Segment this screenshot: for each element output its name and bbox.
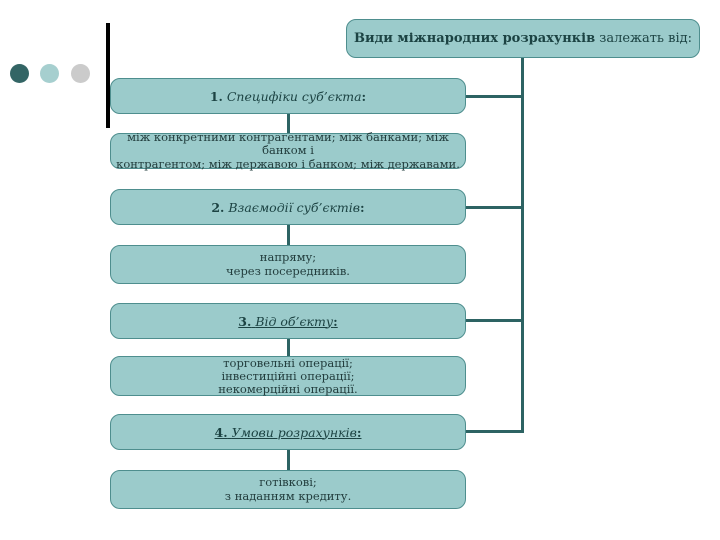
connector-branch-2	[466, 206, 523, 209]
detail-3-line: інвестиційні операції;	[221, 368, 355, 383]
title-text-bold: Види міжнародних розрахунків	[353, 31, 596, 46]
detail-box-2: напряму; через посередників.	[110, 245, 466, 284]
header-3-colon: :	[333, 313, 338, 329]
header-box-4: 4. Умови розрахунків:	[110, 414, 466, 450]
header-box-3: 3. Від об’єкту:	[110, 303, 466, 339]
detail-1-line: контрагентом; між державою і банком; між…	[116, 156, 460, 171]
header-1-colon: :	[361, 88, 367, 104]
detail-box-1: між конкретними контрагентами; між банка…	[110, 129, 466, 171]
header-4-number: 4.	[214, 424, 228, 440]
header-text-4: 4. Умови розрахунків:	[215, 425, 362, 440]
header-4-colon: :	[356, 424, 362, 440]
connector-trunk-line	[521, 58, 524, 433]
detail-3-line: некомерційні операції.	[218, 381, 358, 396]
detail-box-3: торговельні операції; інвестиційні опера…	[110, 356, 466, 396]
header-box-1: 1. Специфіки суб’єкта:	[110, 78, 466, 114]
connector-stub-1	[287, 114, 290, 133]
header-1-number: 1.	[209, 88, 223, 104]
detail-3-line: торговельні операції;	[223, 355, 353, 370]
title-text-rest: залежать від:	[595, 31, 693, 46]
header-2-colon: :	[360, 199, 365, 215]
connector-stub-4	[287, 450, 290, 470]
detail-4-line: готівкові;	[259, 475, 317, 489]
header-2-label: Взаємодії суб’єктів	[228, 199, 361, 215]
header-text-2: 2. Взаємодії суб’єктів:	[211, 200, 364, 215]
connector-branch-4	[466, 430, 523, 433]
detail-4-line: з наданням кредиту.	[224, 488, 352, 503]
decor-dot-light-teal	[40, 64, 59, 83]
header-box-2: 2. Взаємодії суб’єктів:	[110, 189, 466, 225]
connector-stub-2	[287, 225, 290, 245]
header-2-number: 2.	[211, 199, 225, 215]
detail-2-line: через посередників.	[226, 263, 350, 278]
detail-2-line: напряму;	[259, 250, 317, 264]
header-1-label: Специфіки суб’єкта	[226, 88, 362, 104]
detail-1-line: між конкретними контрагентами; між банка…	[127, 129, 449, 158]
decor-vertical-bar	[106, 23, 110, 128]
header-text-3: 3. Від об’єкту:	[238, 314, 337, 329]
decor-dot-gray	[71, 64, 90, 83]
decor-dot-dark-teal	[10, 64, 29, 83]
header-text-1: 1. Специфіки суб’єкта:	[210, 89, 366, 104]
detail-box-4: готівкові; з наданням кредиту.	[110, 470, 466, 509]
header-4-label: Умови розрахунків	[231, 424, 357, 440]
connector-stub-3	[287, 339, 290, 356]
connector-branch-1	[466, 95, 523, 98]
header-3-label: Від об’єкту	[255, 313, 334, 329]
title-text: Види міжнародних розрахунків залежать ві…	[354, 31, 692, 46]
title-box: Види міжнародних розрахунків залежать ві…	[346, 19, 700, 58]
header-3-number: 3.	[238, 313, 252, 329]
connector-branch-3	[466, 319, 523, 322]
